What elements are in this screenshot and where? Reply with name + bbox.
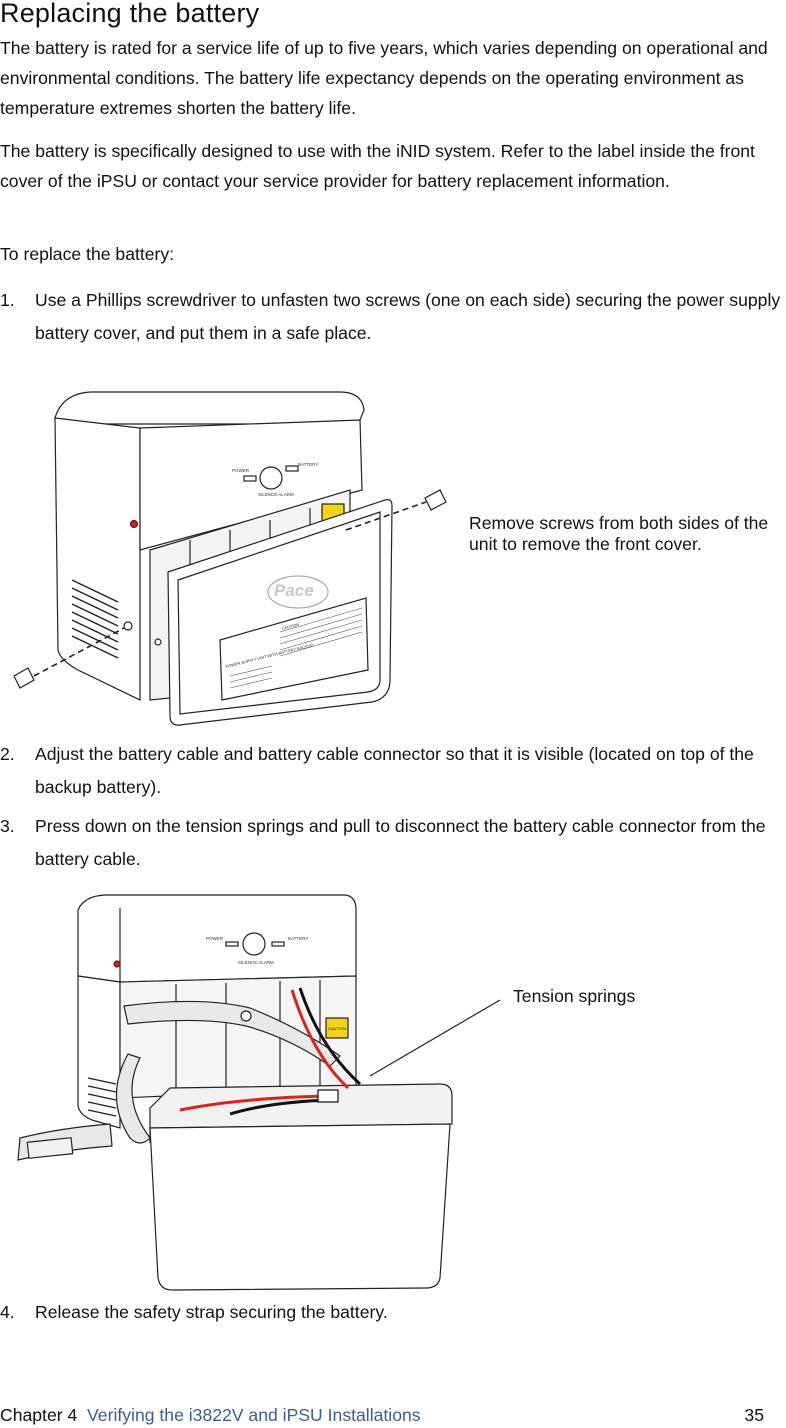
figure-remove-cover: POWER BATTERY SILENCE ALARM Pace POWER S… — [0, 380, 786, 730]
panel-silence-label: SILENCE ALARM — [238, 960, 274, 965]
footer-chapter-label: Chapter 4 — [0, 1405, 78, 1425]
footer-chapter: Chapter 4 Verifying the i3822V and iPSU … — [0, 1405, 421, 1426]
caution-tag-label: CAUTION — [328, 1026, 346, 1031]
panel-power-label: POWER — [206, 936, 224, 941]
step-number: 1. — [0, 290, 15, 310]
step-2: 2. Adjust the battery cable and battery … — [0, 738, 786, 804]
steps-intro: To replace the battery: — [0, 244, 175, 264]
page-heading: Replacing the battery — [0, 0, 260, 28]
step-text: Release the safety strap securing the ba… — [35, 1302, 388, 1322]
panel-silence-label: SILENCE ALARM — [258, 492, 294, 497]
step-4: 4. Release the safety strap securing the… — [0, 1296, 786, 1329]
step-number: 2. — [0, 744, 15, 764]
step-number: 4. — [0, 1302, 15, 1322]
battery-cable-illustration: POWER BATTERY SILENCE ALARM CAUTION — [17, 894, 501, 1291]
step-text: Adjust the battery cable and battery cab… — [35, 744, 754, 797]
psu-cover-illustration: POWER BATTERY SILENCE ALARM Pace POWER S… — [13, 391, 447, 726]
step-number: 3. — [0, 816, 15, 836]
cover-label-caution: CAUTION — [281, 622, 300, 631]
compatibility-paragraph: The battery is specifically designed to … — [0, 141, 755, 191]
figure2-callout: Tension springs — [513, 986, 636, 1006]
step-text: Press down on the tension springs and pu… — [35, 816, 766, 869]
pace-logo: Pace — [274, 581, 314, 600]
intro-paragraph: The battery is rated for a service life … — [0, 38, 768, 118]
panel-battery-label: BATTERY — [288, 936, 308, 941]
figure-tension-springs: POWER BATTERY SILENCE ALARM CAUTION Tens… — [0, 888, 786, 1298]
panel-power-label: POWER — [232, 468, 250, 473]
step-3: 3. Press down on the tension springs and… — [0, 810, 786, 876]
footer-chapter-title[interactable]: Verifying the i3822V and iPSU Installati… — [87, 1405, 421, 1425]
step-text: Use a Phillips screwdriver to unfasten t… — [35, 290, 781, 343]
panel-battery-label: BATTERY — [298, 462, 318, 467]
footer-page-number: 35 — [744, 1405, 764, 1425]
step-1: 1. Use a Phillips screwdriver to unfaste… — [0, 284, 786, 350]
figure1-callout: Remove screws from both sides of the uni… — [469, 513, 769, 554]
